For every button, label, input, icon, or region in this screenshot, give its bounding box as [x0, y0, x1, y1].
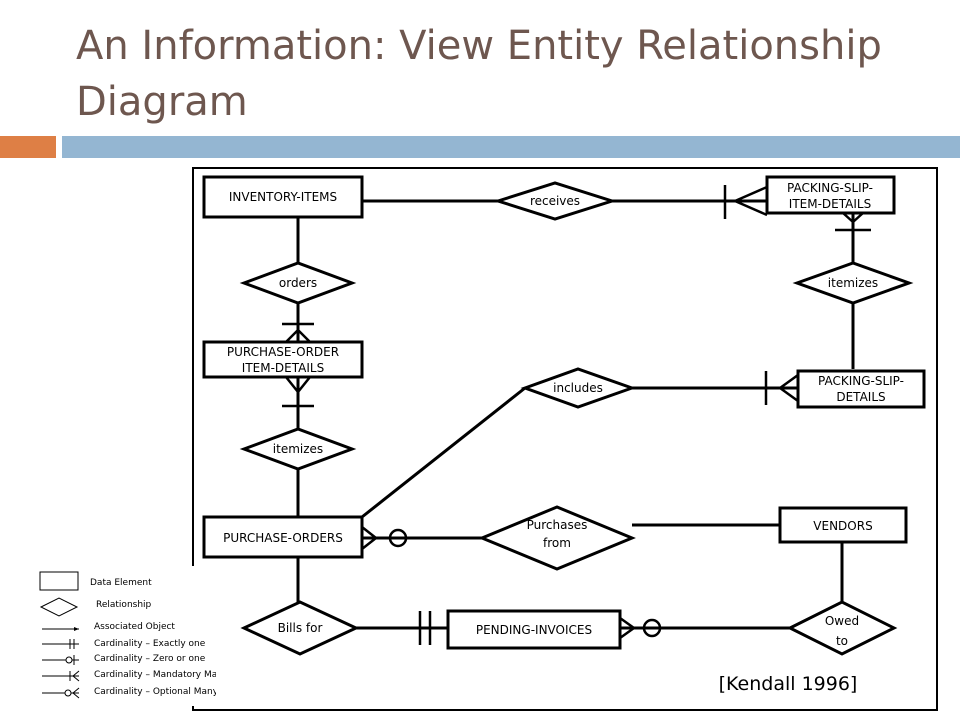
- legend-relationship-symbol: [39, 597, 79, 617]
- relationship-label-orders: orders: [279, 276, 317, 290]
- slide-title: An Information: View Entity Relationship…: [76, 23, 882, 125]
- relationship-label-receives: receives: [530, 194, 580, 208]
- entity-purchase-order-item-details: [202, 340, 364, 379]
- entity-label-purchase-order-item-details-1: PURCHASE-ORDER: [227, 345, 339, 359]
- cardinality-marks: [282, 185, 871, 645]
- relationship-itemizes-right: [792, 261, 914, 305]
- relationship-purchases-from: [478, 505, 636, 571]
- legend-label-mandatory-many: Cardinality – Mandatory Many: [94, 670, 216, 680]
- legend-zero-or-one-symbol: [42, 655, 79, 665]
- legend-label-exactly-one: Cardinality – Exactly one: [94, 639, 206, 649]
- relationship-includes: [520, 367, 637, 409]
- entity-label-vendors: VENDORS: [813, 519, 872, 533]
- entity-label-inventory-items: INVENTORY-ITEMS: [229, 190, 337, 204]
- relationship-receives: [493, 181, 617, 221]
- entity-pending-invoices: [446, 609, 622, 650]
- accent-bar-blue: [62, 136, 960, 158]
- relationship-bills-for: [240, 600, 360, 656]
- relationship-label-includes: includes: [553, 381, 603, 395]
- legend-label-relationship: Relationship: [96, 600, 152, 610]
- legend-label-associated-object: Associated Object: [94, 622, 175, 632]
- accent-bar-orange: [0, 136, 56, 158]
- entity-purchase-orders: [202, 515, 364, 559]
- legend: Data Element Relationship Associated Obj…: [36, 566, 216, 706]
- entity-label-purchase-orders: PURCHASE-ORDERS: [223, 531, 343, 545]
- relationship-itemizes-left: [239, 427, 357, 471]
- entity-label-purchase-order-item-details-2: ITEM-DETAILS: [242, 361, 324, 375]
- relationship-label-purchases: Purchases: [527, 518, 588, 532]
- legend-label-zero-or-one: Cardinality – Zero or one: [94, 654, 206, 664]
- relationship-owed-to: [786, 600, 898, 656]
- entity-label-packing-slip-item-details-2: ITEM-DETAILS: [789, 197, 871, 211]
- legend-exactly-one-symbol: [42, 639, 79, 649]
- legend-label-data-element: Data Element: [90, 578, 152, 588]
- legend-data-element-symbol: [39, 571, 79, 591]
- citation: [Kendall 1996]: [719, 673, 858, 695]
- entity-label-pending-invoices: PENDING-INVOICES: [476, 623, 592, 637]
- legend-label-optional-many: Cardinality – Optional Many: [94, 687, 216, 697]
- legend-optional-many-symbol: [42, 687, 80, 699]
- er-diagram: INVENTORY-ITEMS PACKING-SLIP- ITEM-DETAI…: [192, 167, 938, 711]
- relationship-label-itemizes-left: itemizes: [273, 442, 323, 456]
- entity-packing-slip-details: [796, 369, 926, 409]
- relationship-label-to: to: [836, 634, 848, 648]
- connector-lines: [296, 199, 855, 630]
- entity-vendors: [778, 506, 908, 544]
- legend-mandatory-many-symbol: [42, 670, 80, 682]
- entity-packing-slip-item-details: [765, 175, 896, 215]
- entity-inventory-items: [202, 175, 364, 219]
- entity-label-packing-slip-details-1: PACKING-SLIP-: [818, 374, 904, 388]
- relationship-label-owed: Owed: [825, 614, 859, 628]
- entity-label-packing-slip-details-2: DETAILS: [836, 390, 885, 404]
- relationship-orders: [239, 261, 357, 305]
- relationship-label-itemizes-right: itemizes: [828, 276, 878, 290]
- relationship-label-bills-for: Bills for: [278, 621, 323, 635]
- relationship-label-from: from: [543, 536, 571, 550]
- entity-label-packing-slip-item-details-1: PACKING-SLIP-: [787, 181, 873, 195]
